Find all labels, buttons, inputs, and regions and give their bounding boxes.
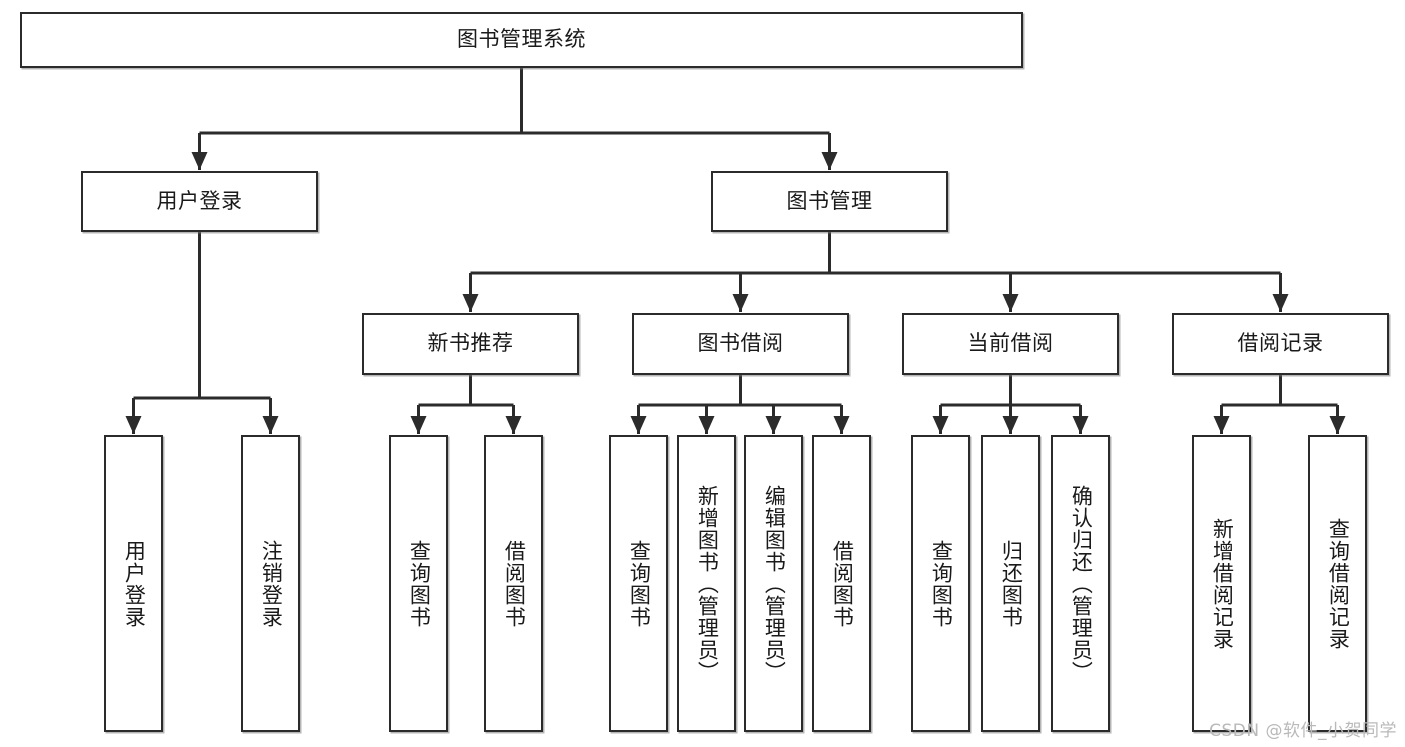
arrowhead-leaf-query-book-2 (630, 416, 647, 434)
node-label-leaf-edit-book: 编辑图书（管理员） (762, 484, 787, 683)
arrowhead-leaf-return-book (1002, 416, 1019, 434)
node-current-borrow: 当前借阅 (902, 313, 1119, 375)
node-leaf-edit-book: 编辑图书（管理员） (744, 435, 803, 732)
arrowhead-leaf-add-record (1213, 416, 1230, 434)
node-leaf-query-book-2: 查询图书 (609, 435, 668, 732)
arrowhead-leaf-query-book-1 (410, 416, 427, 434)
node-label-leaf-query-book-3: 查询图书 (929, 539, 954, 628)
node-leaf-query-book-1: 查询图书 (389, 435, 448, 732)
arrowhead-new-book-rec (462, 294, 479, 312)
node-leaf-query-book-3: 查询图书 (911, 435, 970, 732)
node-label-leaf-confirm-return: 确认归还（管理员） (1069, 484, 1094, 683)
arrowhead-leaf-user-login (125, 416, 142, 434)
arrowhead-leaf-query-record (1329, 416, 1346, 434)
node-label-leaf-return-book: 归还图书 (999, 539, 1024, 628)
node-label-leaf-query-record: 查询借阅记录 (1326, 517, 1351, 650)
node-leaf-borrow-book-1: 借阅图书 (484, 435, 543, 732)
node-leaf-return-book: 归还图书 (981, 435, 1040, 732)
arrowhead-leaf-edit-book (765, 416, 782, 434)
node-user-login: 用户登录 (81, 171, 318, 232)
node-label-leaf-add-book: 新增图书（管理员） (695, 484, 720, 683)
node-leaf-logout: 注销登录 (241, 435, 300, 732)
node-label-leaf-query-book-1: 查询图书 (407, 539, 432, 628)
arrowhead-current-borrow (1002, 294, 1019, 312)
node-book-borrow: 图书借阅 (632, 313, 849, 375)
node-book-manage: 图书管理 (711, 171, 948, 232)
arrowhead-leaf-borrow-book-2 (833, 416, 850, 434)
arrowhead-borrow-record (1272, 294, 1289, 312)
node-label-leaf-logout: 注销登录 (259, 539, 284, 628)
arrowhead-leaf-query-book-3 (932, 416, 949, 434)
node-label-leaf-user-login: 用户登录 (122, 539, 147, 628)
arrowhead-leaf-add-book (698, 416, 715, 434)
node-leaf-query-record: 查询借阅记录 (1308, 435, 1367, 732)
arrowhead-leaf-borrow-book-1 (505, 416, 522, 434)
node-leaf-confirm-return: 确认归还（管理员） (1051, 435, 1110, 732)
node-label-book-manage: 图书管理 (786, 188, 873, 213)
node-label-new-book-rec: 新书推荐 (427, 331, 514, 356)
node-label-root: 图书管理系统 (457, 27, 586, 52)
node-leaf-add-record: 新增借阅记录 (1192, 435, 1251, 732)
node-root: 图书管理系统 (20, 12, 1023, 68)
node-leaf-borrow-book-2: 借阅图书 (812, 435, 871, 732)
node-new-book-rec: 新书推荐 (362, 313, 579, 375)
node-label-borrow-record: 借阅记录 (1237, 331, 1324, 356)
node-leaf-user-login: 用户登录 (104, 435, 163, 732)
node-label-user-login: 用户登录 (156, 188, 243, 213)
node-label-leaf-query-book-2: 查询图书 (627, 539, 652, 628)
node-label-leaf-borrow-book-1: 借阅图书 (502, 539, 527, 628)
node-label-book-borrow: 图书借阅 (697, 331, 784, 356)
arrowhead-leaf-confirm-return (1072, 416, 1089, 434)
arrowhead-leaf-logout (262, 416, 279, 434)
node-borrow-record: 借阅记录 (1172, 313, 1389, 375)
node-label-leaf-borrow-book-2: 借阅图书 (830, 539, 855, 628)
node-label-leaf-add-record: 新增借阅记录 (1210, 517, 1235, 650)
node-label-current-borrow: 当前借阅 (967, 331, 1054, 356)
node-leaf-add-book: 新增图书（管理员） (677, 435, 736, 732)
arrowhead-book-manage (821, 152, 838, 170)
arrowhead-user-login (191, 152, 208, 170)
arrowhead-book-borrow (732, 294, 749, 312)
